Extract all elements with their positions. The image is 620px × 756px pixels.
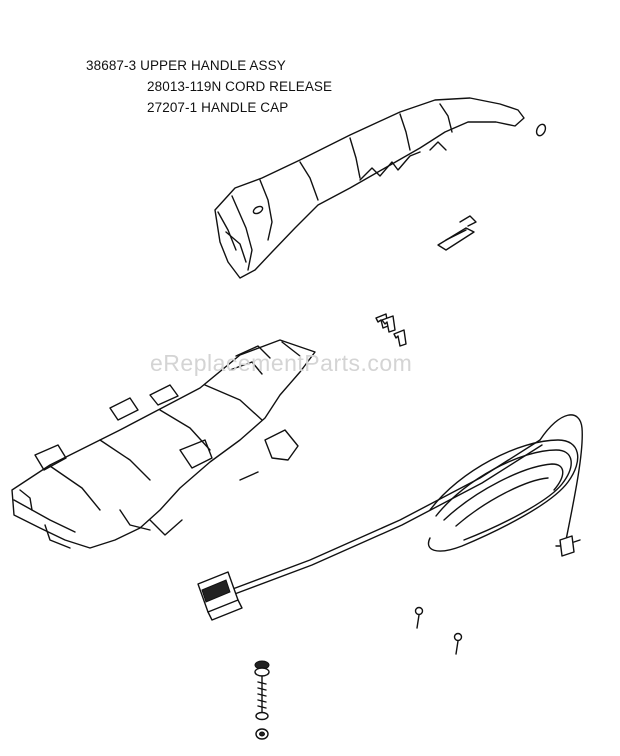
part-label-handle-cap: 27207-1 HANDLE CAP [147, 100, 289, 115]
part-label-cord-release: 28013-119N CORD RELEASE [147, 79, 333, 94]
screw-1 [414, 606, 424, 629]
upper-handle-grip [214, 97, 525, 279]
screw-2 [453, 632, 463, 655]
watermark: eReplacementParts.com [150, 350, 413, 376]
cord-release [437, 215, 477, 251]
part-label-upper-handle-assy: 38687-3 UPPER HANDLE ASSY [86, 58, 286, 73]
cord-plug [197, 571, 243, 621]
lower-handle-assembly [11, 339, 316, 549]
handle-cap [535, 123, 547, 137]
bolt-stack [254, 660, 270, 740]
power-cord [229, 414, 583, 596]
handle-clips [375, 313, 407, 347]
